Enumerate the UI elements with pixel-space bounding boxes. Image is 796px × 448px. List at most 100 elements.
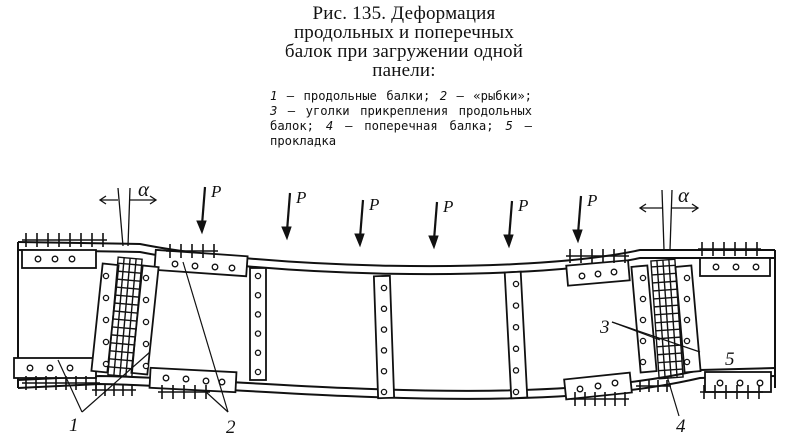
label-fishplates: 2 [226, 417, 236, 438]
load-label: P [517, 196, 528, 215]
cross-beam-hatch [116, 278, 141, 282]
cross-beam-hatch [113, 257, 125, 376]
load-arrow-shaft [200, 186, 207, 226]
cross-beam-hatch [651, 272, 676, 276]
rivet [683, 358, 691, 366]
rivet [191, 262, 199, 270]
rivet-marks-group [22, 233, 763, 406]
figure-caption-legend: 1 — продольные балки; 2 — «рыбки»; 3 — у… [270, 89, 532, 149]
cross-beam-hatch [116, 270, 141, 274]
rivet [732, 263, 740, 271]
rivet [254, 291, 262, 299]
rivet [66, 364, 74, 372]
rivet [712, 263, 720, 271]
rivet [512, 302, 520, 309]
rivet [683, 316, 691, 324]
cross-beam-hatch [119, 258, 131, 376]
rivet [142, 318, 150, 326]
rivet [380, 347, 388, 354]
cross-beam-hatch [652, 288, 677, 292]
stiffener [249, 267, 267, 381]
cross-beam-hatch [108, 366, 133, 370]
cross-beam-hatch [112, 326, 137, 330]
cross-beam-hatch [668, 259, 678, 378]
rivet [228, 264, 236, 272]
figure-caption-title: Рис. 135. Деформация продольных и попере… [284, 3, 524, 81]
load-arrow-shaft [576, 195, 583, 235]
load-arrow-head [281, 226, 292, 241]
rivet [512, 345, 520, 353]
rivet [254, 330, 262, 337]
legend-item-5: 5 — прокладка [270, 119, 532, 148]
rivet [736, 379, 744, 387]
rivet [162, 374, 170, 382]
load-arrow-head [354, 233, 365, 248]
rivet [142, 296, 150, 304]
angle-label-right: α [678, 183, 690, 207]
fishplate [148, 366, 238, 394]
top-chord-outer [17, 241, 775, 268]
load-arrow-shaft [507, 200, 514, 240]
rivet [380, 326, 388, 333]
top-chord-inner [17, 249, 775, 276]
cross-beam-hatch [115, 286, 140, 290]
label-longitudinal-beams: 1 [69, 415, 79, 436]
cross-beam-hatch [112, 318, 137, 322]
stiffener [503, 270, 529, 400]
rivet [142, 340, 150, 348]
rivet [68, 255, 76, 263]
rivet [756, 379, 764, 387]
cross-beam-hatch [656, 344, 681, 348]
cross-beam-hatch [657, 360, 683, 364]
rivet [594, 382, 602, 390]
rivet [611, 379, 619, 387]
legend-item-4: 4 — поперечная балка; [325, 119, 506, 133]
rivet [639, 274, 647, 282]
rivet [716, 379, 724, 387]
rivet [512, 280, 520, 288]
rivet [34, 255, 42, 263]
rivet [254, 272, 262, 280]
rivet [254, 349, 262, 357]
cross-beam-hatch [109, 358, 134, 362]
angle-marker-right [638, 189, 700, 251]
angle-label-left: α [138, 177, 150, 201]
cross-beam-hatch [117, 262, 142, 266]
rivet [211, 263, 219, 271]
rivet [254, 311, 262, 318]
load-arrow-shaft [432, 201, 439, 241]
rivet [254, 368, 262, 376]
cross-beam-hatch [111, 334, 136, 338]
rivet [102, 272, 110, 280]
label-spacer: 5 [725, 349, 735, 370]
rivet [683, 274, 691, 282]
rivet [102, 360, 110, 368]
rivet [51, 255, 59, 263]
rivet [512, 388, 520, 396]
load-label: P [442, 197, 453, 216]
rivet [142, 362, 150, 370]
cross-beam-hatch [655, 320, 680, 324]
cross-beam-hatch [662, 260, 672, 378]
cross-beam-hatch [113, 310, 138, 314]
rivet [46, 364, 54, 372]
cross-beam-right [650, 258, 684, 380]
rivet [171, 260, 179, 268]
cross-beam-hatch [656, 260, 666, 379]
rivet [683, 337, 691, 345]
rivet [752, 263, 760, 271]
rivet [102, 294, 110, 302]
stiffener [372, 274, 396, 400]
load-arrow-head [196, 220, 207, 235]
rivet [578, 272, 586, 280]
cross-beam-hatch [125, 258, 137, 377]
cross-beam-hatch [651, 264, 676, 268]
rivet [26, 364, 34, 372]
rivet [639, 316, 647, 324]
rivet [142, 274, 150, 282]
rivets-group [26, 255, 764, 396]
load-arrow-shaft [285, 192, 292, 232]
rivet [102, 316, 110, 324]
